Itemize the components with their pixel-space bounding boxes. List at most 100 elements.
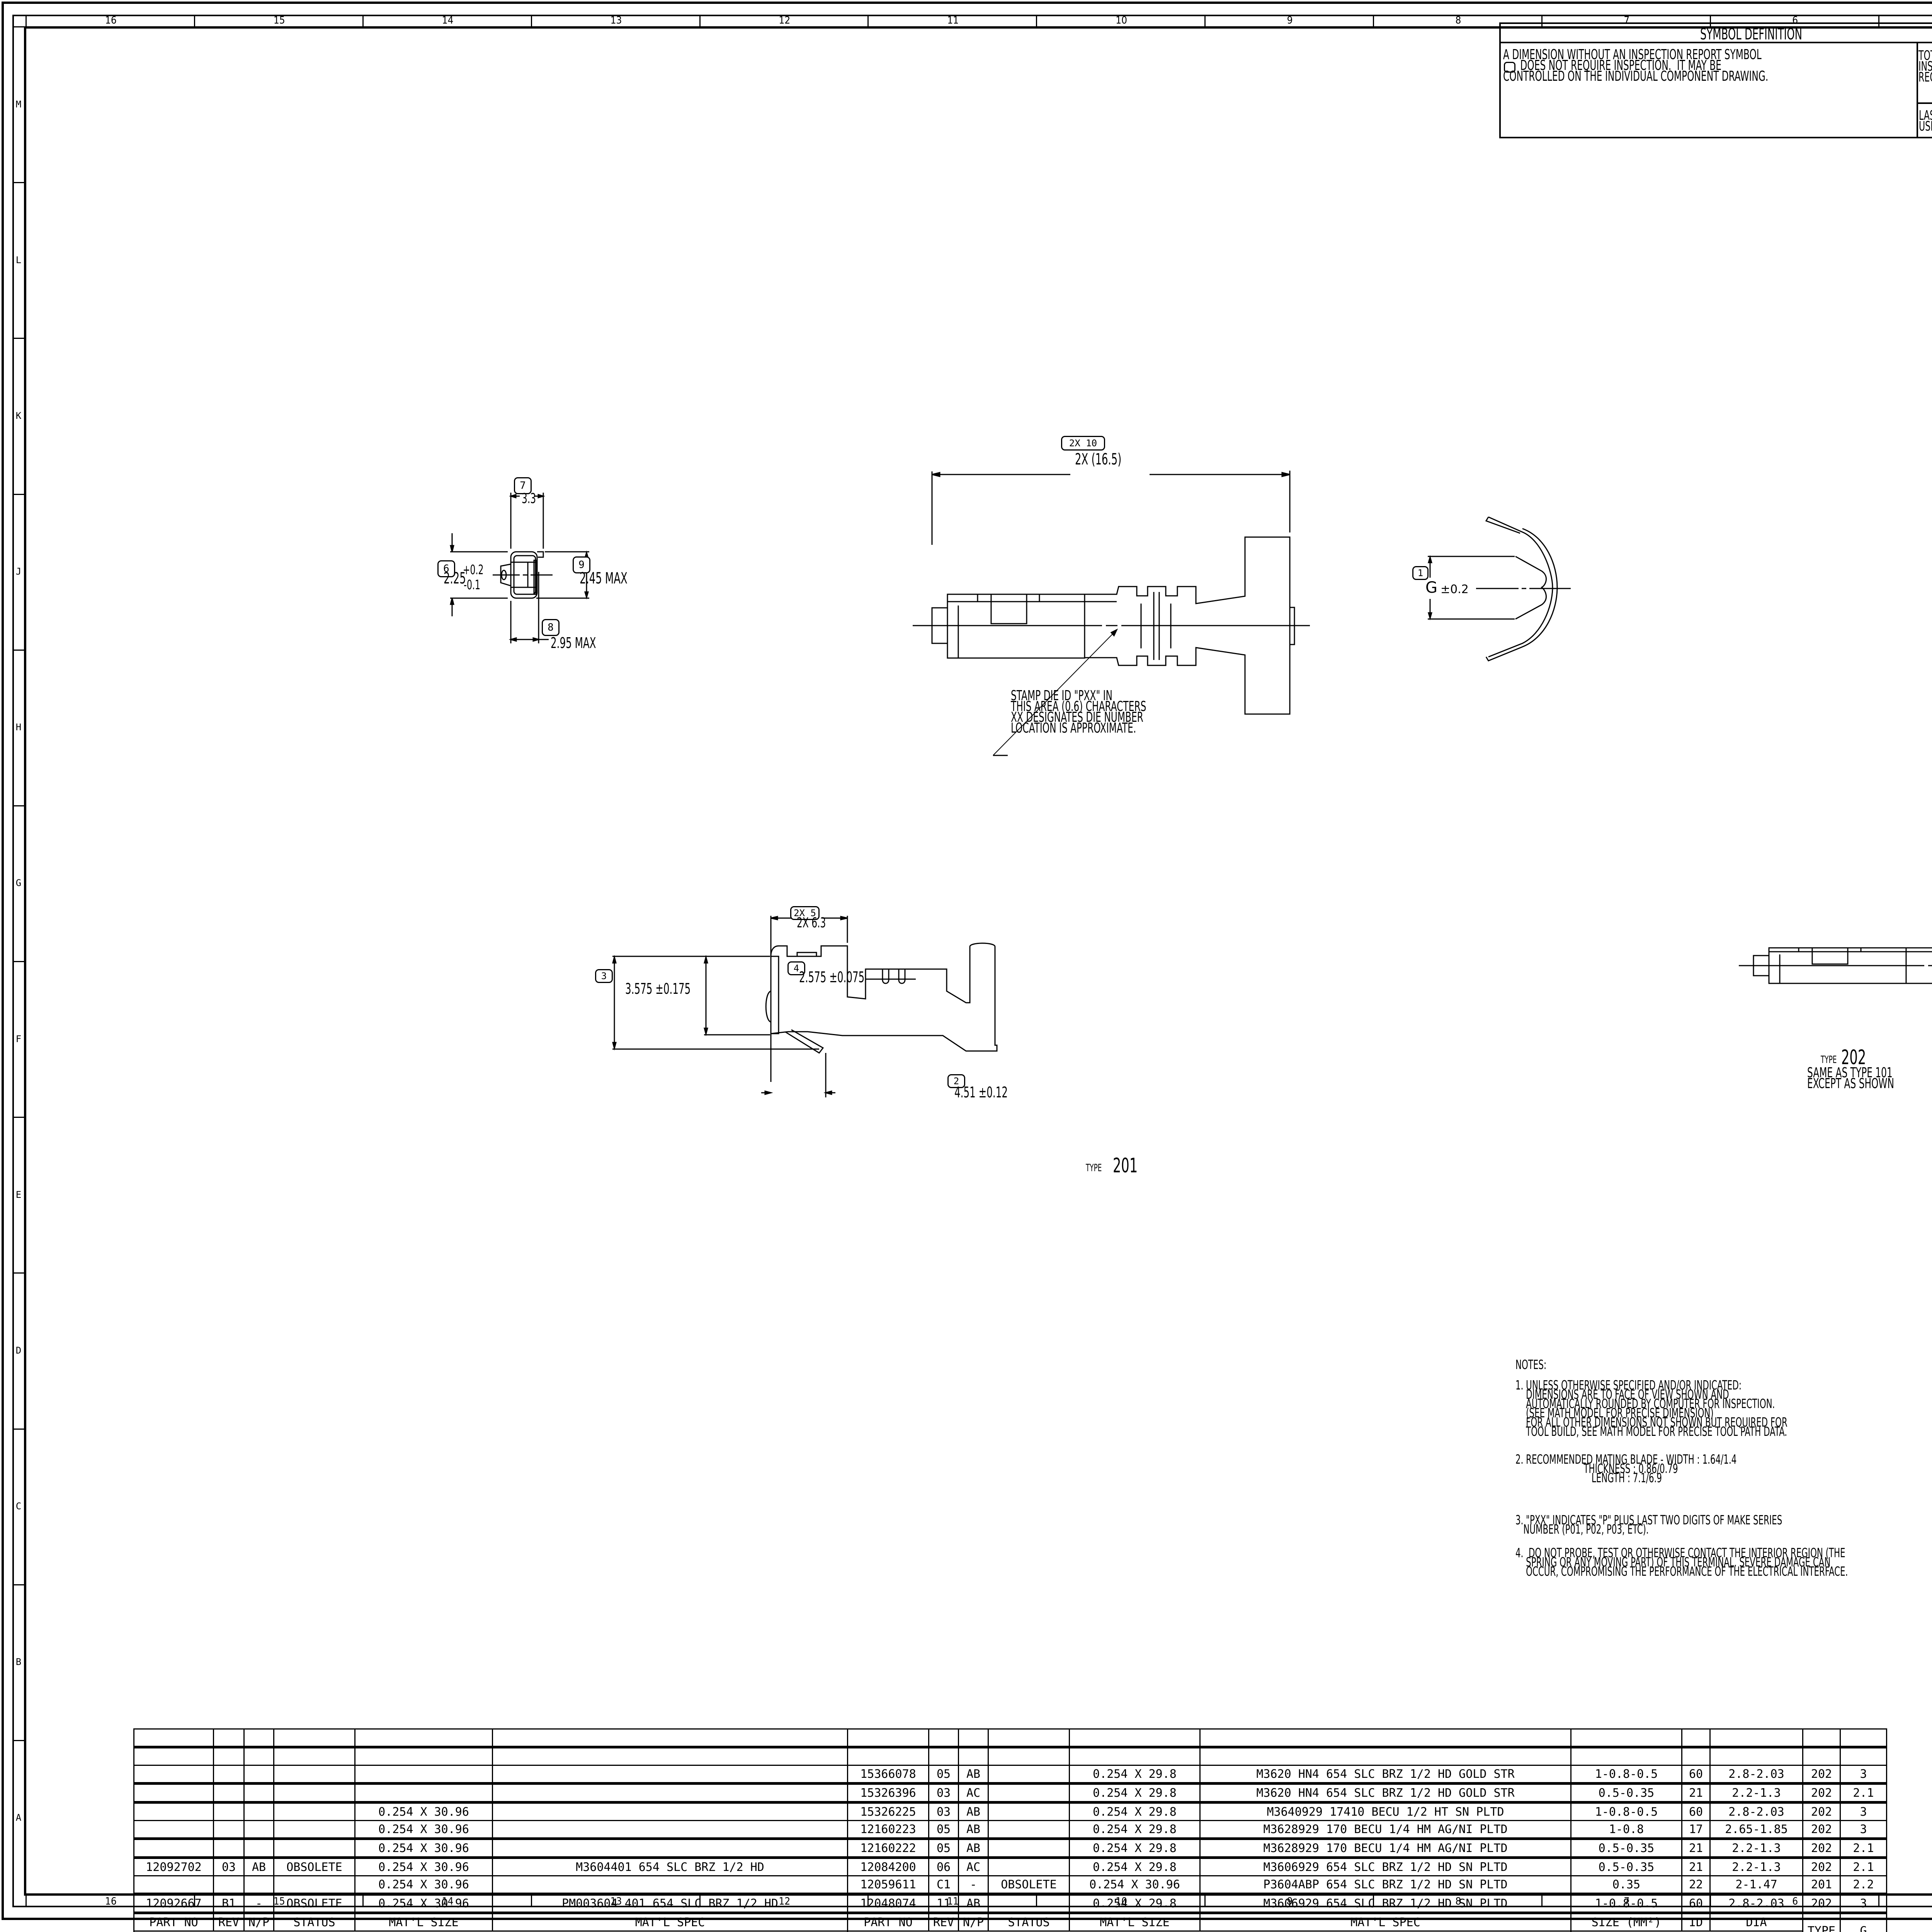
zone-row-M: M <box>13 99 24 110</box>
zone-col-14: 14 <box>362 15 532 26</box>
parts-cell-p-part: 12160223 <box>848 1821 929 1839</box>
type-201-label-number: 201 <box>1113 1155 1138 1177</box>
parts-cell-c-id: 60 <box>1682 1803 1710 1821</box>
tol-plus: +0.2 <box>463 563 483 577</box>
parts-cell-p-spec: M3640929 17410 BECU 1/2 HT SN PLTD <box>1200 1803 1571 1821</box>
parts-cell-u-part <box>134 1729 214 1747</box>
parts-cell-p-size: 0.254 X 29.8 <box>1070 1894 1200 1913</box>
parts-cell-u-spec <box>493 1765 848 1784</box>
parts-cell-p-size: 0.254 X 29.8 <box>1070 1784 1200 1803</box>
parts-cell-g: 3 <box>1840 1821 1887 1839</box>
parts-cell-c-id: 21 <box>1682 1784 1710 1803</box>
parts-cell-c-dia: 2.8-2.03 <box>1710 1894 1803 1913</box>
plated-header-rev: REV <box>929 1913 959 1931</box>
parts-cell-p-np: AB <box>959 1765 988 1784</box>
parts-cell-p-spec: M3606929 654 SLC BRZ 1/2 HD SN PLTD <box>1200 1858 1571 1876</box>
parts-cell-u-spec <box>493 1784 848 1803</box>
parts-cell-c-size: 1-0.8-0.5 <box>1571 1894 1682 1913</box>
cable-header-id: ID <box>1682 1913 1710 1931</box>
dim-6-3: 2X 6.3 <box>797 916 826 930</box>
parts-cell-p-np <box>959 1747 988 1765</box>
parts-cell-u-size: 0.254 X 30.96 <box>355 1839 493 1858</box>
parts-cell-g: 3 <box>1840 1803 1887 1821</box>
parts-cell-type <box>1803 1747 1840 1765</box>
parts-cell-c-dia <box>1710 1747 1803 1765</box>
parts-cell-u-part <box>134 1784 214 1803</box>
parts-cell-p-rev: C1 <box>929 1876 959 1894</box>
parts-cell-p-status <box>988 1821 1070 1839</box>
parts-cell-p-status: OBSOLETE <box>988 1876 1070 1894</box>
zone-col-13: 13 <box>531 15 701 26</box>
parts-cell-u-size: 0.254 X 30.96 <box>355 1894 493 1913</box>
parts-cell-p-size <box>1070 1729 1200 1747</box>
parts-cell-c-dia: 2-1.47 <box>1710 1876 1803 1894</box>
parts-cell-c-dia: 2.2-1.3 <box>1710 1839 1803 1858</box>
parts-cell-p-rev: 05 <box>929 1821 959 1839</box>
parts-cell-c-size <box>1571 1729 1682 1747</box>
plated-header-matl-spec: MAT'L SPEC <box>1200 1913 1571 1931</box>
parts-cell-type: 202 <box>1803 1839 1840 1858</box>
parts-cell-c-dia: 2.2-1.3 <box>1710 1784 1803 1803</box>
parts-cell-p-np: - <box>959 1876 988 1894</box>
parts-cell-u-part <box>134 1747 214 1765</box>
cable-header-size: SIZE (MM²) <box>1571 1913 1682 1931</box>
parts-cell-u-spec <box>493 1876 848 1894</box>
zone-row-B: B <box>13 1656 24 1667</box>
parts-cell-p-size: 0.254 X 29.8 <box>1070 1821 1200 1839</box>
dim-3-3: 3.3 <box>522 492 536 506</box>
parts-cell-u-status: OBSOLETE <box>274 1858 355 1876</box>
parts-cell-c-dia: 2.2-1.3 <box>1710 1858 1803 1876</box>
parts-cell-g: 2.1 <box>1840 1784 1887 1803</box>
plated-header-matl-size: MAT'L SIZE <box>1070 1913 1200 1931</box>
parts-cell-g <box>1840 1747 1887 1765</box>
parts-cell-c-id: 60 <box>1682 1765 1710 1784</box>
parts-cell-p-status <box>988 1839 1070 1858</box>
parts-cell-type <box>1803 1729 1840 1747</box>
parts-cell-p-part <box>848 1747 929 1765</box>
last-no-used-label: LAST NO. USED <box>1919 110 1932 132</box>
type-201-drawing <box>580 889 1333 1198</box>
inspection-bubble-8: 8 <box>542 619 560 636</box>
parts-cell-p-spec <box>1200 1729 1571 1747</box>
parts-cell-c-size: 1-0.8 <box>1571 1821 1682 1839</box>
parts-cell-p-size: 0.254 X 29.8 <box>1070 1858 1200 1876</box>
parts-cell-c-size: 1-0.8-0.5 <box>1571 1803 1682 1821</box>
total-inspections-label: TOTAL NO OF INSPECTIONS REQUIRED <box>1918 50 1932 83</box>
parts-cell-p-size: 0.254 X 30.96 <box>1070 1876 1200 1894</box>
zone-col-12: 12 <box>699 15 869 26</box>
parts-cell-p-part: 12059611 <box>848 1876 929 1894</box>
parts-cell-p-spec: M3620 HN4 654 SLC BRZ 1/2 HD GOLD STR <box>1200 1784 1571 1803</box>
parts-cell-u-np <box>244 1784 274 1803</box>
dim-g: G <box>1425 580 1437 596</box>
parts-cell-u-part <box>134 1803 214 1821</box>
g-header: G <box>1840 1913 1887 1932</box>
parts-cell-p-rev: 03 <box>929 1784 959 1803</box>
zone-row-D: D <box>13 1345 24 1356</box>
unplated-header-rev: REV <box>214 1913 244 1931</box>
parts-cell-u-part <box>134 1876 214 1894</box>
parts-cell-p-rev <box>929 1747 959 1765</box>
parts-cell-type: 202 <box>1803 1765 1840 1784</box>
parts-cell-u-status <box>274 1839 355 1858</box>
parts-cell-u-size <box>355 1747 493 1765</box>
parts-cell-u-rev <box>214 1839 244 1858</box>
parts-cell-p-spec: P3604ABP 654 SLC BRZ 1/2 HD SN PLTD <box>1200 1876 1571 1894</box>
parts-cell-c-size: 0.5-0.35 <box>1571 1839 1682 1858</box>
parts-cell-c-dia: 2.65-1.85 <box>1710 1821 1803 1839</box>
zone-col-11: 11 <box>867 15 1037 26</box>
dim-2-45-max: 2.45 MAX <box>580 570 628 587</box>
parts-cell-u-size <box>355 1729 493 1747</box>
parts-cell-p-spec: M3606929 654 SLC BRZ 1/2 HD SN PLTD <box>1200 1894 1571 1913</box>
parts-cell-p-part: 12160222 <box>848 1839 929 1858</box>
parts-cell-g: 3 <box>1840 1765 1887 1784</box>
parts-cell-type: 202 <box>1803 1858 1840 1876</box>
parts-cell-p-np: AB <box>959 1894 988 1913</box>
symbol-definition-title: SYMBOL DEFINITION <box>1700 26 1802 43</box>
parts-cell-u-part <box>134 1765 214 1784</box>
parts-cell-u-np <box>244 1803 274 1821</box>
parts-cell-p-part: 15366078 <box>848 1765 929 1784</box>
